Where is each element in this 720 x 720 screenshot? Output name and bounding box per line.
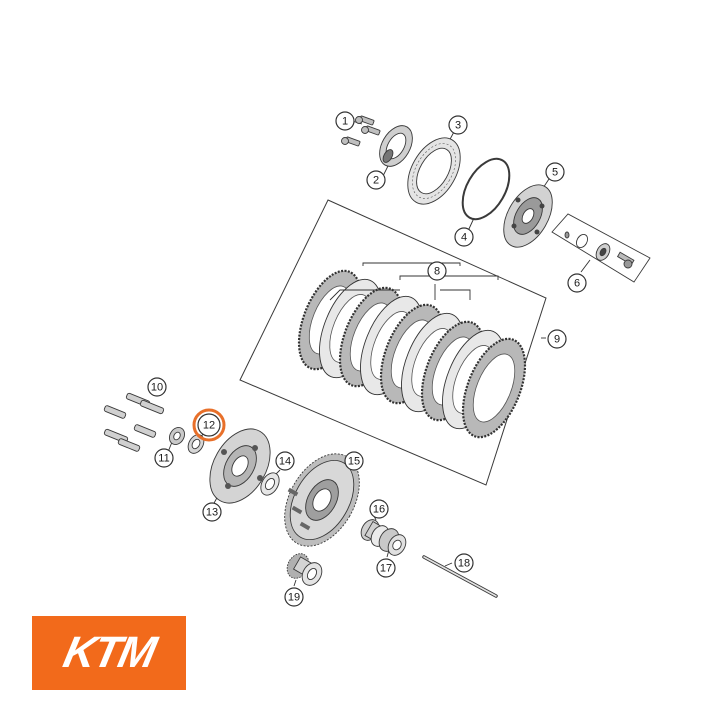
callout-9: 9 bbox=[547, 329, 567, 349]
callout-label: 10 bbox=[151, 382, 163, 394]
callout-label: 12 bbox=[203, 420, 215, 432]
callout-label: 3 bbox=[455, 120, 461, 132]
part-13-clutch-hub bbox=[209, 428, 271, 506]
callout-label: 5 bbox=[552, 167, 558, 179]
callout-4: 4 bbox=[454, 227, 474, 247]
callout-label: 8 bbox=[434, 266, 440, 278]
part-8-clutch-discs bbox=[297, 262, 527, 439]
callout-18: 18 bbox=[454, 553, 474, 573]
part-6-pushrod-kit bbox=[551, 213, 651, 283]
callout-19: 19 bbox=[284, 587, 304, 607]
part-5-pressure-cap bbox=[503, 178, 553, 248]
callout-14: 14 bbox=[275, 451, 295, 471]
callout-2: 2 bbox=[366, 170, 386, 190]
callout-1: 1 bbox=[335, 111, 355, 131]
callout-label: 15 bbox=[348, 456, 360, 468]
callout-16: 16 bbox=[369, 499, 389, 519]
part-14-thrust-washer bbox=[260, 469, 281, 496]
ktm-logo-background bbox=[32, 616, 186, 690]
callout-label: 1 bbox=[342, 116, 348, 128]
callout-8: 8 bbox=[427, 261, 447, 281]
callout-11: 11 bbox=[154, 448, 174, 468]
part-3-spring bbox=[407, 129, 461, 205]
ktm-logo: KTM bbox=[32, 616, 186, 690]
callout-label: 17 bbox=[380, 563, 392, 575]
part-12-lock-washer bbox=[187, 433, 205, 454]
callout-12: 12 bbox=[192, 408, 226, 442]
callout-17: 17 bbox=[376, 558, 396, 578]
callout-label: 13 bbox=[206, 507, 218, 519]
part-10-pins bbox=[103, 392, 165, 452]
part-18-push-rod bbox=[422, 555, 498, 598]
callout-label: 4 bbox=[461, 232, 467, 244]
callout-label: 14 bbox=[279, 456, 291, 468]
callout-label: 6 bbox=[574, 278, 580, 290]
clutch-disc-bore bbox=[472, 353, 516, 423]
callout-label: 9 bbox=[554, 334, 560, 346]
callout-3: 3 bbox=[448, 115, 468, 135]
part-9-disc-pack-bracket bbox=[239, 199, 547, 486]
callout-label: 2 bbox=[373, 175, 379, 187]
callout-label: 11 bbox=[158, 453, 169, 465]
callout-10: 10 bbox=[147, 377, 167, 397]
callout-label: 16 bbox=[373, 504, 385, 516]
callout-highlight-ring bbox=[192, 408, 226, 442]
part-2-plate bbox=[379, 125, 413, 177]
callout-label: 19 bbox=[288, 592, 300, 604]
part-17-sleeve bbox=[378, 528, 407, 558]
callout-5: 5 bbox=[545, 162, 565, 182]
part-1-bolts bbox=[341, 115, 381, 147]
callout-6: 6 bbox=[567, 273, 587, 293]
part-19-primary-gear bbox=[286, 553, 323, 587]
part-15-clutch-basket bbox=[284, 453, 360, 547]
ktm-logo-text: KTM bbox=[59, 628, 159, 677]
callout-13: 13 bbox=[202, 502, 222, 522]
callout-15: 15 bbox=[344, 451, 364, 471]
callout-label: 18 bbox=[458, 558, 470, 570]
part-11-nut bbox=[167, 427, 185, 453]
